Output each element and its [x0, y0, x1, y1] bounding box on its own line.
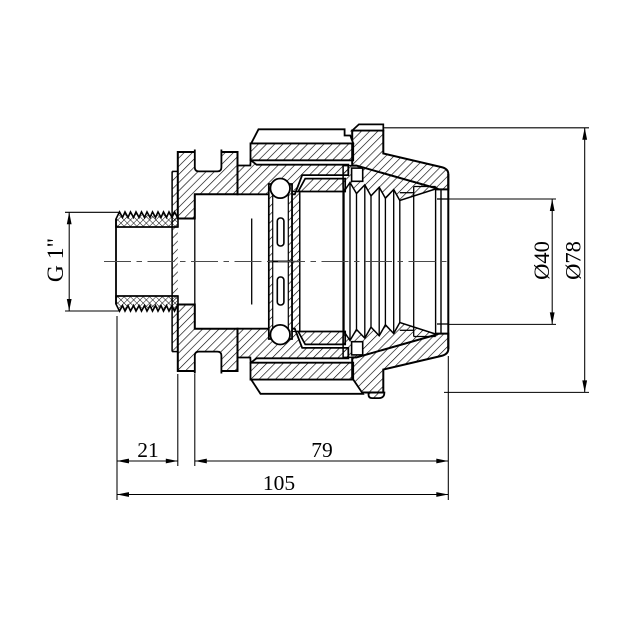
svg-text:G 1": G 1": [43, 238, 69, 282]
svg-text:21: 21: [137, 438, 159, 462]
svg-text:Ø78: Ø78: [561, 241, 586, 280]
svg-text:105: 105: [263, 471, 295, 495]
svg-text:Ø40: Ø40: [529, 241, 554, 280]
svg-text:79: 79: [311, 438, 333, 462]
